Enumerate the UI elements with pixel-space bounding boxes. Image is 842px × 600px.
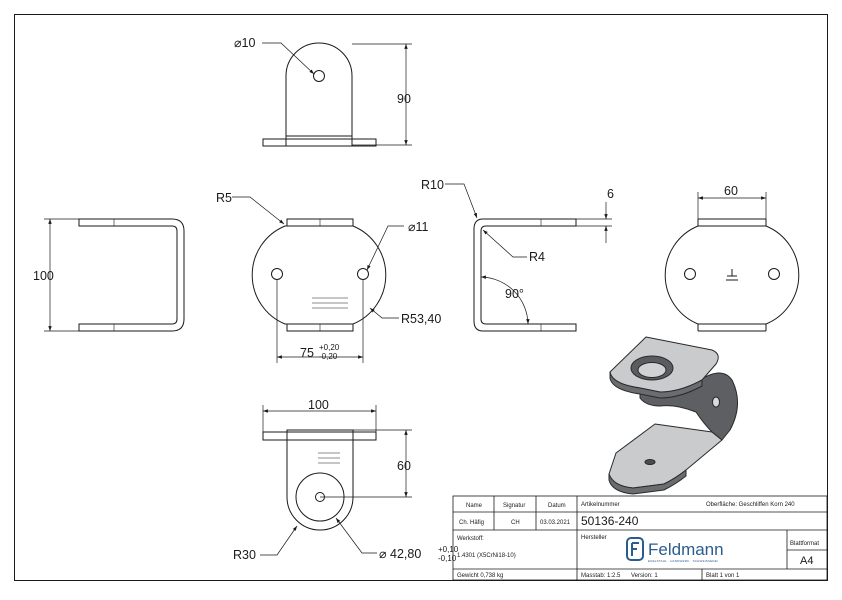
- title-col-date: Datum: [548, 503, 566, 509]
- top-view-height-label: 90: [397, 92, 411, 106]
- front-view-hole-label: ⌀11: [408, 220, 429, 234]
- feldmann-logo: Feldmann EDELSTAHL · HANDWERK · SCHWEISS…: [626, 537, 724, 563]
- top-view: [262, 42, 412, 147]
- iso-flange-hole: [644, 459, 656, 465]
- title-col-name: Name: [466, 503, 483, 509]
- right-view-center-mark: [726, 269, 738, 281]
- front-view-engraving: [312, 297, 348, 309]
- front-view-hole-left: [271, 268, 283, 280]
- bottom-view-bore-tol-plus: +0,10: [438, 545, 459, 554]
- side-view-thickness-label: 6: [607, 187, 614, 201]
- title-manufacturer-label: Hersteller: [581, 535, 607, 541]
- iso-body-hole: [712, 396, 720, 408]
- bottom-view-engraving: [318, 452, 340, 464]
- title-material-label: Werkstoff:: [457, 536, 484, 542]
- bottom-view-radius-label: R30: [233, 548, 256, 562]
- top-view-hole-label: ⌀10: [234, 36, 255, 50]
- side-view-angle-label: 90°: [505, 287, 524, 301]
- title-surface-label: Oberfläche: Geschliffen Korn 240: [706, 502, 795, 508]
- left-view-height-label: 100: [33, 269, 54, 283]
- title-weight: Gewicht 0,738 kg: [457, 573, 503, 579]
- title-block: [452, 495, 828, 581]
- bottom-view-bore-label: ⌀ 42,80: [379, 547, 421, 561]
- isometric-view: [608, 336, 738, 495]
- front-view-tol-plus: +0,20: [319, 343, 340, 352]
- right-view-hole-right: [768, 268, 780, 280]
- title-article-value: 50136-240: [581, 514, 639, 528]
- title-col-signature: Signatur: [503, 503, 525, 509]
- sheet-border: [14, 14, 828, 581]
- brand-name: Feldmann: [648, 540, 724, 559]
- right-view-hole-left: [684, 268, 696, 280]
- right-view-width-label: 60: [724, 184, 738, 198]
- left-view: [44, 218, 185, 332]
- front-view-corner-radius-label: R5: [216, 191, 232, 205]
- side-view-inner-radius-label: R4: [529, 250, 545, 264]
- title-format-value: A4: [800, 555, 813, 567]
- front-view-hole-right: [357, 268, 369, 280]
- title-signature-value: CH: [511, 520, 520, 526]
- bottom-view: [260, 405, 412, 556]
- title-article-label: Artikelnummer: [581, 502, 620, 508]
- iso-bottom-flange: [608, 423, 723, 489]
- bottom-view-height-label: 60: [397, 459, 411, 473]
- title-sheet: Blatt 1 von 1: [706, 573, 740, 579]
- title-material-value: 1.4301 (X5CrNi18-10): [457, 553, 516, 559]
- top-view-hole: [313, 70, 325, 82]
- side-view-outer-radius-label: R10: [421, 178, 444, 192]
- title-name-value: Ch. Häfig: [459, 520, 484, 526]
- brand-tagline: EDELSTAHL · HANDWERK · SCHWEISSEREI: [648, 559, 718, 563]
- bottom-view-width-label: 100: [308, 398, 329, 412]
- title-format-label: Blattformat: [790, 541, 819, 547]
- front-view: [232, 196, 404, 363]
- side-view: [445, 183, 612, 332]
- right-view: [664, 192, 800, 332]
- title-scale: Masstab: 1:2.5: [581, 573, 621, 579]
- title-date-value: 03.03.2021: [540, 520, 571, 526]
- title-version: Version: 1: [631, 573, 658, 579]
- bottom-view-bore-tol-minus: -0,10: [438, 554, 457, 563]
- front-view-width-label: 75: [300, 346, 314, 360]
- front-view-tol-minus: -0,20: [319, 352, 338, 361]
- front-view-outer-radius-label: R53,40: [401, 312, 441, 326]
